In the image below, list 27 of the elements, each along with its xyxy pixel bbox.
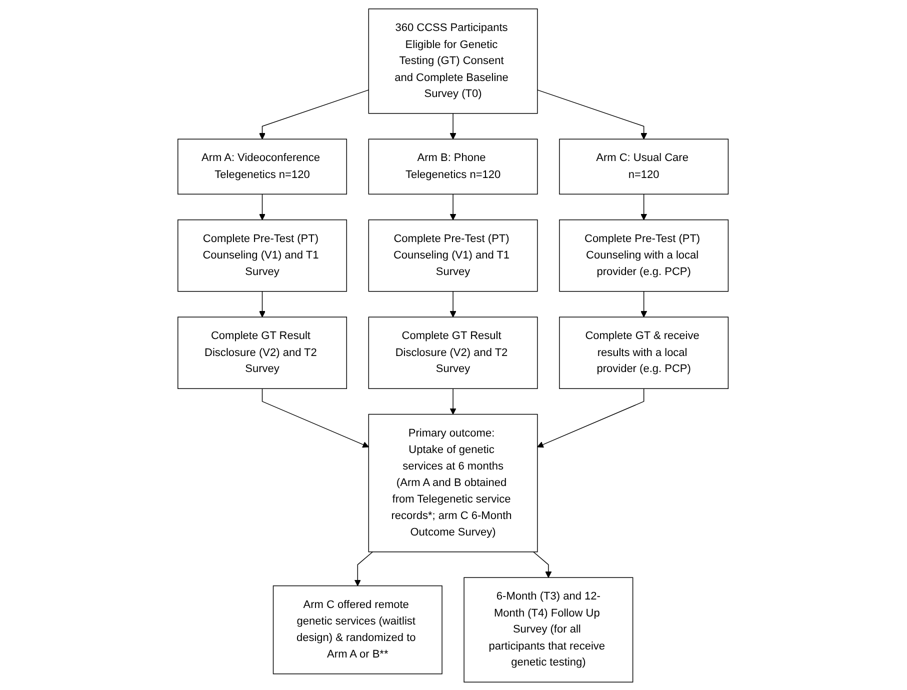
arrow [262, 388, 370, 448]
node-box: Complete Pre-Test (PT) Counseling (V1) and T1 Survey [368, 218, 538, 292]
node-box: Complete GT Result Disclosure (V2) and T2 Survey [368, 316, 538, 388]
node-box: 6-Month (T3) and 12-Month (T4) Follow Up Survey (for all participants that receive genetic testing) [464, 576, 634, 682]
arrow [450, 193, 457, 220]
node-box: Complete GT & receive results with a local provider (e.g. PCP) [560, 316, 730, 388]
node-box: Complete Pre-Test (PT) Counseling with a local provider (e.g. PCP) [560, 218, 730, 292]
node-box: Arm B: Phone Telegenetics n=120 [368, 138, 538, 194]
arrow [641, 193, 648, 220]
arrow [259, 290, 266, 317]
arrow [259, 193, 266, 220]
arrow [354, 551, 374, 586]
node-box: Complete GT Result Disclosure (V2) and T2 Survey [178, 316, 348, 388]
arrow [450, 290, 457, 317]
node-box: Arm C offered remote genetic services (waitlist design) & randomized to Arm A or B** [273, 584, 443, 674]
node-box: Arm A: Videoconference Telegenetics n=120 [178, 138, 348, 194]
node-box: Primary outcome: Uptake of genetic services at 6 months (Arm A and B obtained from Telegenetic service records*; arm C 6-Month Outcome Survey) [368, 413, 538, 552]
arrow [538, 388, 645, 448]
arrow [259, 89, 370, 139]
arrow [450, 112, 457, 139]
arrow [538, 89, 648, 139]
node-box: Arm C: Usual Care n=120 [560, 138, 730, 194]
arrow [641, 290, 648, 317]
arrow [534, 551, 552, 578]
node-box: Complete Pre-Test (PT) Counseling (V1) and T1 Survey [178, 218, 348, 292]
arrow [450, 388, 457, 414]
node-box: 360 CCSS Participants Eligible for Genetic Testing (GT) Consent and Complete Baseline Survey (T0) [368, 8, 538, 114]
